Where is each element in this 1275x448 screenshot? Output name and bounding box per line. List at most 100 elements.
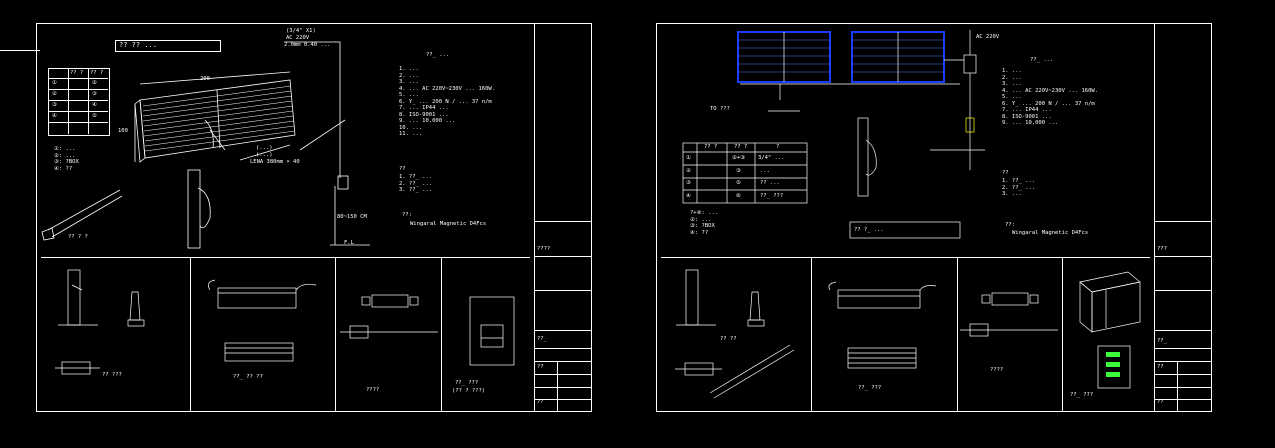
mark-list: ?+④: ... ②: ... ③: ?BOX ④: ?? [690,210,718,236]
legend-cell: ③ [736,168,741,174]
legend-cell: ④ [92,102,97,108]
right-drawing-sheet [656,23,1212,412]
note-item: 11. ... [399,131,423,137]
note-item: 5. ... [1002,94,1022,100]
detail-label-4: ??_ ??? [1070,392,1094,398]
brand-title: ??: [402,212,412,218]
note-item: 5. ... [399,92,419,98]
mark-item: ④: ?? [54,165,73,172]
title-block-3: ?? [537,364,544,370]
mark-item: ①: ... [54,146,76,152]
pole-label: ?? ? ? [68,234,88,240]
legend-cell: ② [686,168,691,174]
note-item: 9. ... 10,000 ... [1002,120,1059,126]
legend-cell: ② [92,80,97,86]
note-item: 4. ... AC 220V~230V ... 160W. [1002,87,1099,94]
mark-item: ④: ?? [690,229,709,236]
mark-item: ②: ... [54,152,76,159]
height-label: 80~150 CM [337,214,367,220]
notes2-title: ?? [1002,170,1009,176]
legend-cell: ?? ... [760,180,780,186]
legend-cell: ① [52,80,57,86]
install-box-label: ?? ?_ ... [854,227,884,233]
legend-header-1: ?? ? [70,70,84,76]
callout-top-3: 2.0mm 0.40 ... [284,42,331,48]
detail-label-1: ?? ??? [102,372,122,378]
title-block-3: ?? [1157,364,1164,370]
mark-item: ③: ?BOX [690,223,715,229]
detail-label-3: ???? [990,367,1004,373]
note2-item: 3. ... [1002,191,1022,197]
note-item: 7. ... IP44 ... [399,105,449,111]
notes-title: ??_ ... [1030,57,1054,63]
legend-cell: ... [760,168,770,174]
note2-item: 3. ??_ ... [399,187,433,193]
legend-cell: ③ [52,102,57,108]
detail-label-3: ???? [366,387,380,393]
detail-label-2: ??_ ?? ?? [233,374,263,380]
title-block-1: ??? [1157,246,1167,252]
legend-cell: 3/4" ... [758,155,785,161]
legend-header-2: ?? ? [90,70,104,76]
callout-lower-3: LENA 380mm × 40 [250,159,300,165]
legend-cell: ① [686,155,691,161]
callout-lower-2: (...) [256,152,273,158]
note-item: 3. ... [399,79,419,85]
notes2-list: 1. ??_ ... 2. ??_ ... 3. ... [1002,178,1035,198]
legend-cell: ②+③ [732,155,746,161]
note-item: 8. ISO-9001 ... [399,111,449,118]
callout-top-1: (3/4" X1) [286,28,316,34]
dim-width: 200 [200,76,210,82]
detail-drawings-left [55,269,515,375]
floor-label: F.L [344,240,354,246]
dim-height: 100 [118,128,128,134]
notes2-title: ?? [399,166,406,172]
notes-list: 1. ... 2. ... 3. ... 4. ... AC 220V~230V… [1002,68,1098,127]
note2-item: 1. ??_ ... [399,174,433,180]
note-item: 4. ... AC 220V~230V ... 160W. [399,85,496,92]
brand-name: Wingaral Magnetic D4Fcs [410,221,487,227]
legend-header-1: ?? ? [704,144,718,150]
legend-table: ?? ? ?? ? ① ② ② ③ ③ ④ ④ ⑤ [48,68,110,136]
note-item: 2. ... [1002,74,1022,81]
legend-cell: ⑤ [92,113,97,119]
detail-label-1: ?? ?? [720,336,737,342]
heater-panel-drawing [41,41,370,249]
legend-cell: ③ [686,180,691,186]
notes-title: ??_ ... [426,52,450,58]
note2-item: 1. ??_ ... [1002,178,1036,184]
note2-item: 2. ??_ ... [1002,184,1036,191]
title-block-4: ?? [1157,399,1164,405]
mark-item: ②: ... [690,216,712,223]
legend-header-3: ? [776,144,780,150]
mark-list: ①: ... ②: ... ③: ?BOX ④: ?? [54,146,79,172]
detail-label-4: ??_ ??? [455,380,479,386]
note-item: 9. ... 10,000 ... [399,118,456,124]
legend-cell: ③ [92,91,97,97]
note-item: 7. ... IP44 ... [1002,107,1052,113]
detail-sub: (?? ? ???) [452,388,486,394]
note-item: 6. Y_ ... 200 N / ... 37 n/m [399,98,492,105]
to-label: TO ??? [710,106,730,112]
legend-cell: ② [52,91,57,97]
drawing-title: ?? ?? ... [119,41,157,49]
brand-name: Wingaral Magnetic D4Fcs [1012,230,1089,236]
leader-line [0,50,40,51]
legend-header-2: ?? ? [734,144,748,150]
title-block-1: ???? [537,246,551,252]
notes-list: 1. ... 2. ... 3. ... 4. ... AC 220V~230V… [399,66,495,138]
mark-item: ?+④: ... [690,210,719,216]
notes2-list: 1. ??_ ... 2. ??_ ... 3. ??_ ... [399,174,432,194]
legend-cell: ④ [686,193,691,199]
drawing-title-box [115,40,221,52]
left-drawing-sheet [36,23,592,412]
mark-item: ③: ?BOX [54,159,79,165]
note-item: 2. ... [399,72,419,79]
note-item: 10. ... [399,124,423,131]
note-item: 3. ... [1002,81,1022,87]
note-item: 1. ... [1002,68,1022,74]
legend-cell: ⑤ [736,180,741,186]
title-block-4: ?? [537,399,544,405]
legend-cell: ④ [52,113,57,119]
